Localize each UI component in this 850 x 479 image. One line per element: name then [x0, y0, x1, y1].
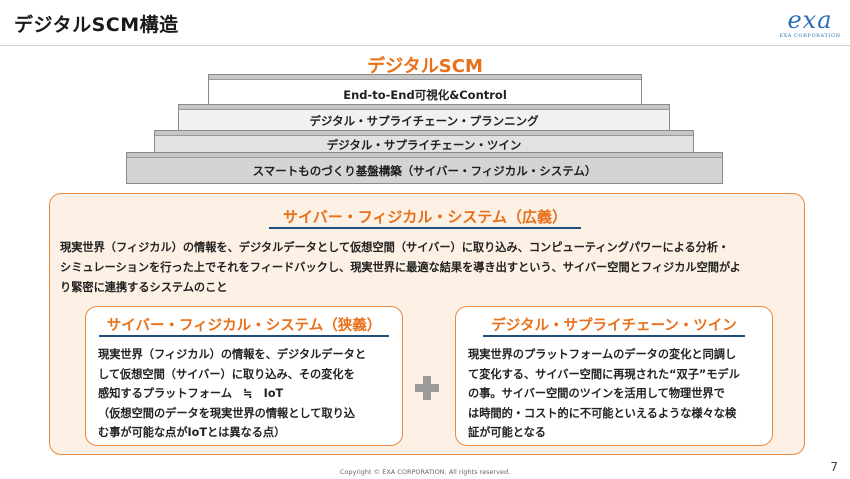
text-line: り緊密に連携するシステムのこと	[60, 281, 228, 294]
text-line: て変化する、サイバー空間に再現された“双子”モデル	[468, 367, 740, 381]
cps-narrow-title: サイバー・フィジカル・システム（狭義）	[86, 314, 402, 337]
cps-narrow-description: 現実世界（フィジカル）の情報を、デジタルデータと して仮想空間（サイバー）に取り…	[98, 345, 392, 443]
plus-icon	[415, 376, 439, 400]
text-line: の事。サイバー空間のツインを活用して物理世界で	[468, 387, 725, 400]
pyramid-step-label: スマートものづくり基盤構築（サイバー・フィジカル・システム）	[252, 164, 597, 178]
twin-card: デジタル・サプライチェーン・ツイン 現実世界のプラットフォームのデータの変化と同…	[455, 306, 773, 446]
step-top-face	[179, 105, 669, 110]
pyramid-step-1: End-to-End可視化&Control	[208, 74, 642, 108]
exa-logo: exa EXA CORPORATION	[778, 7, 842, 43]
pyramid-step-label: デジタル・サプライチェーン・プランニング	[309, 114, 539, 128]
cps-broad-title-text: サイバー・フィジカル・システム（広義）	[269, 208, 581, 229]
twin-description: 現実世界のプラットフォームのデータの変化と同調し て変化する、サイバー空間に再現…	[468, 345, 762, 443]
title-divider	[0, 45, 850, 46]
twin-title-text: デジタル・サプライチェーン・ツイン	[483, 318, 745, 337]
page-title: デジタルSCM構造	[14, 14, 179, 36]
text-line: 感知するプラットフォーム ≒ IoT	[98, 387, 284, 400]
page-number: 7	[830, 460, 838, 474]
pyramid-step-label: End-to-End可視化&Control	[343, 88, 507, 102]
text-line: 現実世界のプラットフォームのデータの変化と同調し	[468, 348, 737, 361]
step-top-face	[209, 75, 641, 80]
text-line: む事が可能な点がIoTとは異なる点）	[98, 426, 286, 439]
cps-broad-title: サイバー・フィジカル・システム（広義）	[0, 206, 850, 229]
text-line: シミュレーションを行った上でそれをフィードバックし、現実世界に最適な結果を導き出…	[60, 261, 741, 274]
text-line: （仮想空間のデータを現実世界の情報として取り込	[98, 406, 355, 420]
cps-broad-description: 現実世界（フィジカル）の情報を、デジタルデータとして仮想空間（サイバー）に取り込…	[60, 238, 798, 298]
copyright-footer: Copyright © EXA CORPORATION. All rights …	[339, 468, 511, 476]
text-line: して仮想空間（サイバー）に取り込み、その変化を	[98, 367, 355, 381]
pyramid-step-4: スマートものづくり基盤構築（サイバー・フィジカル・システム）	[126, 152, 723, 184]
text-line: 現実世界（フィジカル）の情報を、デジタルデータと	[98, 348, 367, 361]
text-line: は時間的・コスト的に不可能といえるような様々な検	[468, 406, 737, 420]
logo-subtitle: EXA CORPORATION	[779, 33, 841, 39]
cps-narrow-title-text: サイバー・フィジカル・システム（狭義）	[98, 318, 390, 337]
twin-title: デジタル・サプライチェーン・ツイン	[456, 314, 772, 337]
text-line: 現実世界（フィジカル）の情報を、デジタルデータとして仮想空間（サイバー）に取り込…	[60, 241, 730, 254]
text-line: 証が可能となる	[468, 426, 546, 439]
pyramid-step-label: デジタル・サプライチェーン・ツイン	[326, 138, 522, 152]
logo-wordmark: exa	[787, 6, 833, 34]
step-top-face	[127, 153, 722, 158]
step-top-face	[155, 131, 693, 136]
cps-narrow-card: サイバー・フィジカル・システム（狭義） 現実世界（フィジカル）の情報を、デジタル…	[85, 306, 403, 446]
pyramid-heading: デジタルSCM	[367, 56, 483, 77]
